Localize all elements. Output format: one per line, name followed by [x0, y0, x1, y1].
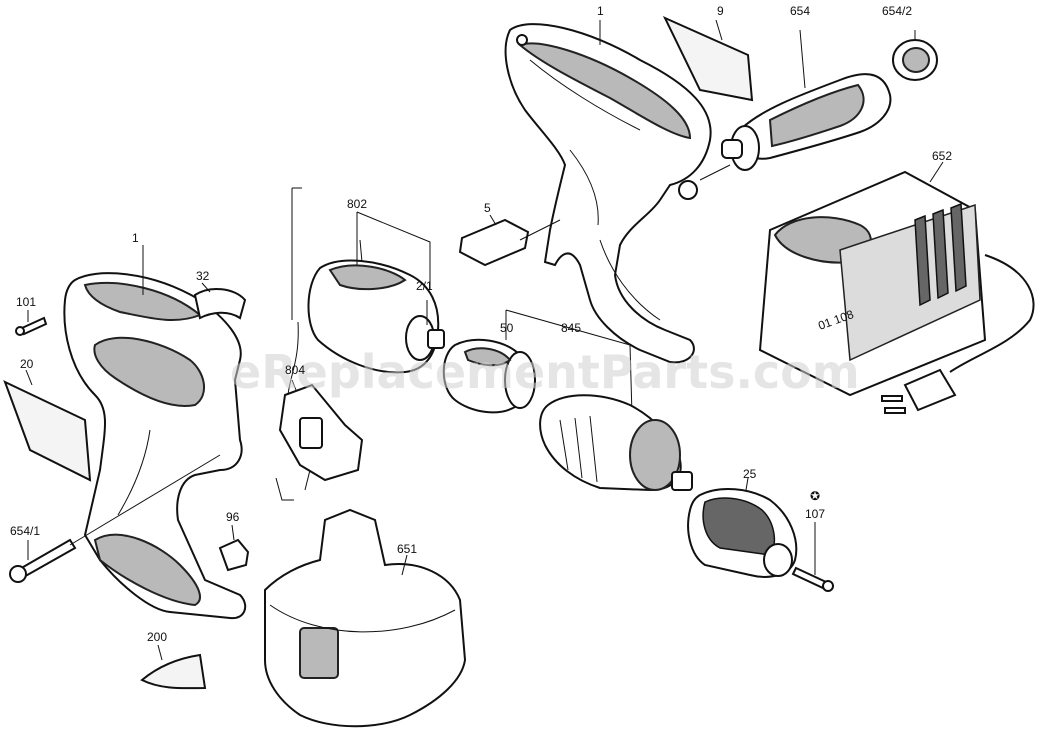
clip-32 — [193, 282, 247, 320]
callout-652: 652 — [932, 149, 952, 163]
callout-802: 802 — [347, 197, 367, 211]
callout-101: 101 — [16, 295, 36, 309]
trigger-switch-804 — [275, 321, 364, 501]
callout-32: 32 — [196, 269, 210, 283]
callout-804: 804 — [285, 363, 305, 377]
screw-654-1 — [9, 454, 221, 583]
clip-96 — [218, 524, 250, 572]
motor-802 — [307, 259, 445, 374]
callout-654-1: 654/1 — [10, 524, 40, 538]
side-handle — [721, 29, 892, 171]
screw-107: ✪ — [791, 489, 834, 592]
screw-101 — [15, 310, 48, 336]
clutch-gear-housing-845 — [539, 394, 693, 492]
callout-654-2: 654/2 — [882, 4, 912, 18]
charger-power-cord — [881, 254, 1035, 414]
switch-lever-5 — [458, 214, 561, 267]
callout-9: 9 — [717, 4, 724, 18]
callout-5: 5 — [484, 201, 491, 215]
callout-labels: 1 1 9 654 654/2 652 5 802 2/1 32 101 20 … — [10, 4, 952, 644]
handle-ring — [892, 39, 938, 81]
callout-1-top: 1 — [597, 4, 604, 18]
callout-1-left: 1 — [132, 231, 139, 245]
housing-half-top — [504, 23, 712, 364]
callout-200: 200 — [147, 630, 167, 644]
bracket-802 — [291, 187, 431, 325]
star-symbol-icon: ✪ — [810, 489, 820, 503]
callout-2-1: 2/1 — [416, 279, 433, 293]
callout-20: 20 — [20, 357, 34, 371]
keyless-chuck-25 — [687, 477, 798, 578]
bracket-845 — [505, 309, 633, 416]
callout-651: 651 — [397, 542, 417, 556]
battery-charger: 01 108 — [758, 161, 987, 397]
housing-half-left — [63, 272, 247, 620]
callout-25: 25 — [743, 467, 757, 481]
gearbox-50 — [442, 310, 536, 414]
callout-107: 107 — [805, 507, 825, 521]
assembly-lines — [142, 20, 916, 295]
charger-vents — [914, 202, 967, 307]
callout-845: 845 — [561, 321, 581, 335]
battery-pack-651 — [264, 508, 467, 728]
watermark-text: eReplacementParts.com — [230, 345, 860, 399]
callout-96: 96 — [226, 510, 240, 524]
callout-654: 654 — [790, 4, 810, 18]
label-sticker-20 — [3, 369, 92, 482]
label-sticker-9 — [662, 15, 754, 102]
label-sticker-200 — [140, 644, 207, 690]
callout-50: 50 — [500, 321, 514, 335]
